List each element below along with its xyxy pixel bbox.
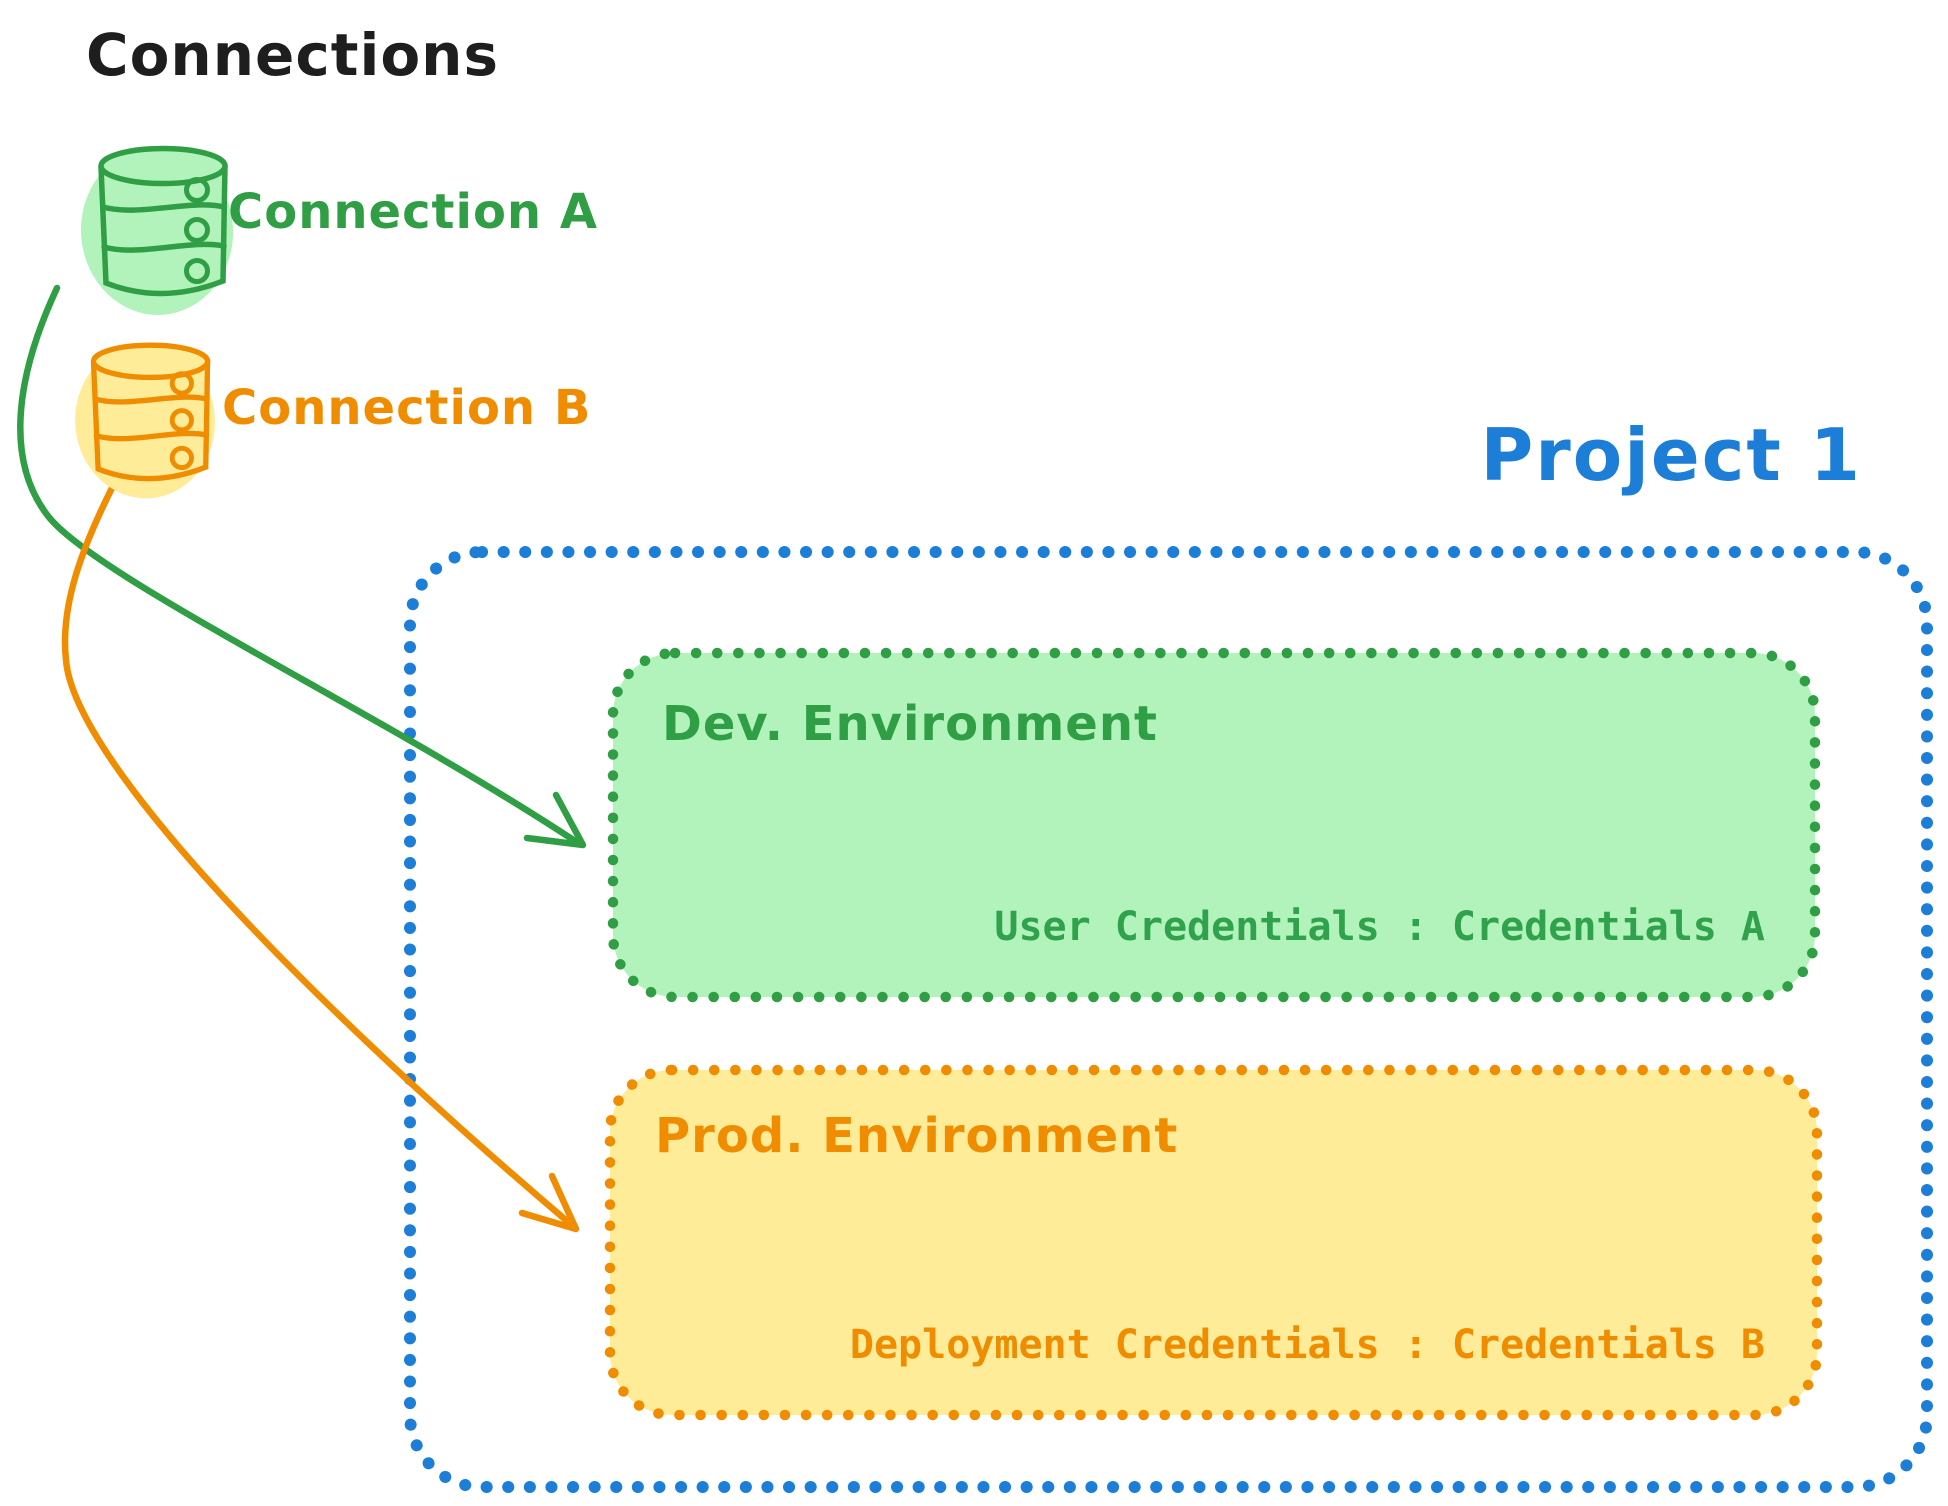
project-title: Project 1 <box>1480 413 1862 497</box>
page-title: Connections <box>86 21 499 89</box>
database-icon <box>75 342 215 499</box>
prod-environment-credentials: Deployment Credentials : Credentials B <box>849 1322 1765 1368</box>
dev-environment-credentials: User Credentials : Credentials A <box>994 904 1765 950</box>
connection-b-arrow <box>61 484 580 1233</box>
project-boundary-box <box>404 546 1933 1493</box>
dev-environment-title: Dev. Environment <box>662 696 1158 752</box>
prod-environment-box <box>604 1064 1823 1421</box>
connection-a-label: Connection A <box>228 184 598 240</box>
dev-environment-box <box>607 647 1821 1003</box>
database-icon <box>80 145 234 315</box>
connection-b-label: Connection B <box>222 380 592 436</box>
prod-environment-title: Prod. Environment <box>655 1108 1179 1164</box>
